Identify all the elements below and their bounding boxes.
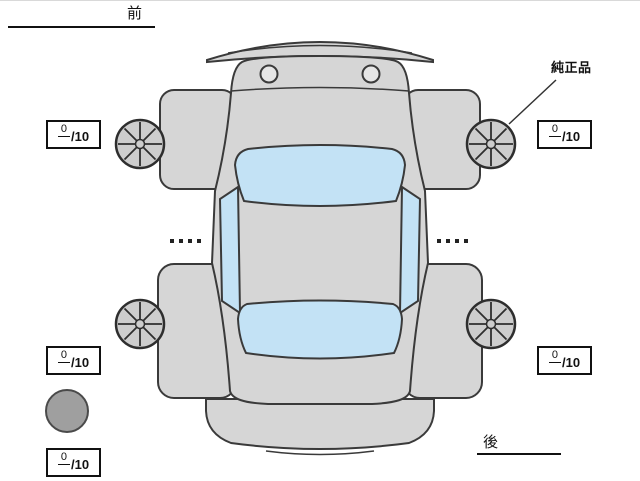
wheel-rear-right-icon [465, 298, 517, 350]
score-value: 0 [57, 350, 71, 363]
score-value: 0 [548, 350, 562, 363]
score-box-front-left: 0 /10 [46, 120, 101, 149]
score-max: /10 [71, 355, 90, 370]
score-box-rear-right: 0 /10 [537, 346, 592, 375]
score-box-front-right: 0 /10 [537, 120, 592, 149]
wheel-front-left-icon [114, 118, 166, 170]
rear-bumper [205, 398, 435, 450]
score-value: 0 [57, 452, 71, 465]
front-label: 前 [127, 5, 143, 22]
rear-bumper-lip [265, 450, 375, 456]
wheel-rear-left-icon [114, 298, 166, 350]
side-window-right [398, 185, 422, 315]
genuine-part-label: 純正品 [551, 60, 592, 75]
score-max: /10 [562, 129, 581, 144]
front-label-underline [8, 26, 155, 28]
windshield-glass [233, 144, 407, 207]
hood-circle-left [259, 64, 279, 84]
score-max: /10 [562, 355, 581, 370]
wheel-front-right-icon [465, 118, 517, 170]
genuine-part-pointer-line [508, 79, 557, 125]
score-value: 0 [548, 124, 562, 137]
score-max: /10 [71, 457, 90, 472]
hood-line [230, 86, 410, 92]
score-box-spare: 0 /10 [46, 448, 101, 477]
rear-label: 後 [483, 434, 499, 451]
front-spoiler-line [227, 44, 413, 54]
rear-window-glass [236, 299, 404, 360]
spare-tire-icon [45, 389, 89, 433]
score-max: /10 [71, 129, 90, 144]
score-value: 0 [57, 124, 71, 137]
hood-circle-right [361, 64, 381, 84]
score-box-rear-left: 0 /10 [46, 346, 101, 375]
side-window-left [218, 185, 242, 315]
rear-label-underline [477, 453, 561, 455]
